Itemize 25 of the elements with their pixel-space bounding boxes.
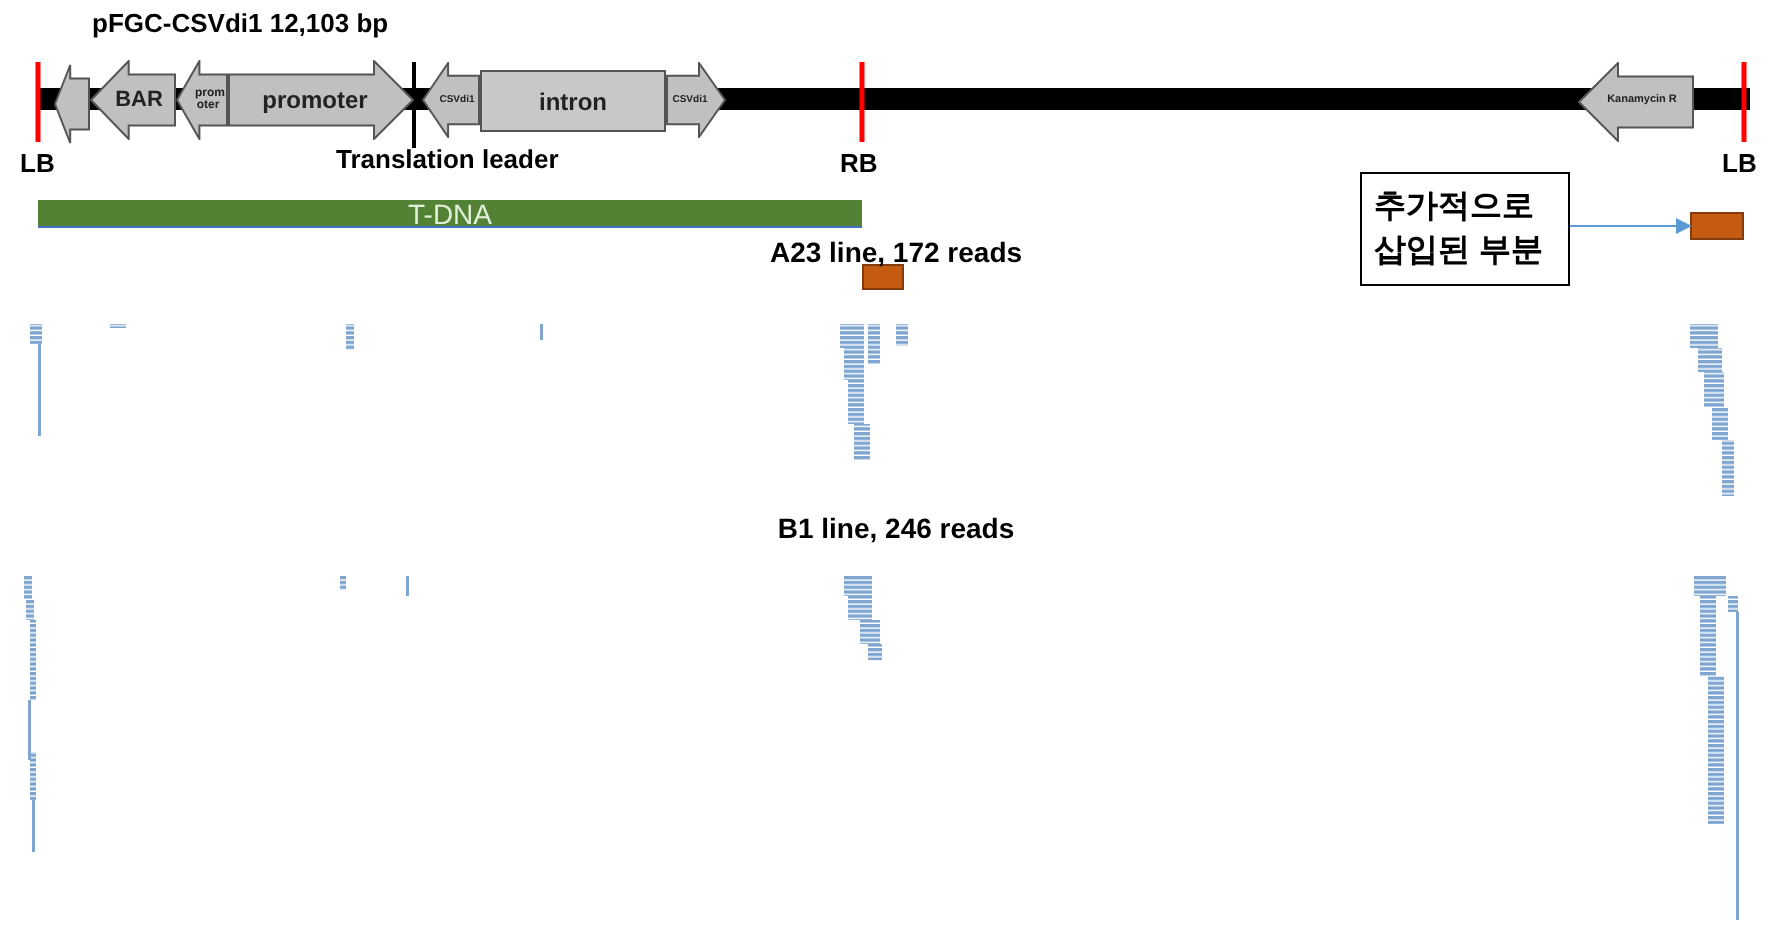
callout-box [1360,172,1570,286]
arrow [1569,218,1692,234]
gene-feature [666,62,726,138]
feature-label: promoter [262,88,368,112]
callout-text: 추가적으로 삽입된 부분 [1374,187,1545,271]
feature-box [480,70,666,132]
region-label: T-DNA [408,199,492,227]
feature-label: Translation leader [336,144,559,174]
gene-feature [90,60,176,140]
track-label: A23 line, 172 reads [769,236,1023,268]
track-label: B1 line, 246 reads [777,512,1015,544]
border-label: RB [840,148,878,178]
border-label: LB [1722,148,1757,178]
t-dna-bar [38,200,862,228]
feature-label: intron [539,89,607,113]
gene-feature [176,60,228,140]
gene-feature [422,62,480,138]
insert-block [1690,212,1744,240]
title: pFGC-CSVdi1 12,103 bp [92,8,389,38]
insert-block [862,264,904,290]
border-label: LB [20,148,55,178]
gene-feature [1578,62,1694,142]
gene-feature [228,60,414,140]
gene-feature [54,64,90,144]
feature-label: BAR [115,89,163,111]
